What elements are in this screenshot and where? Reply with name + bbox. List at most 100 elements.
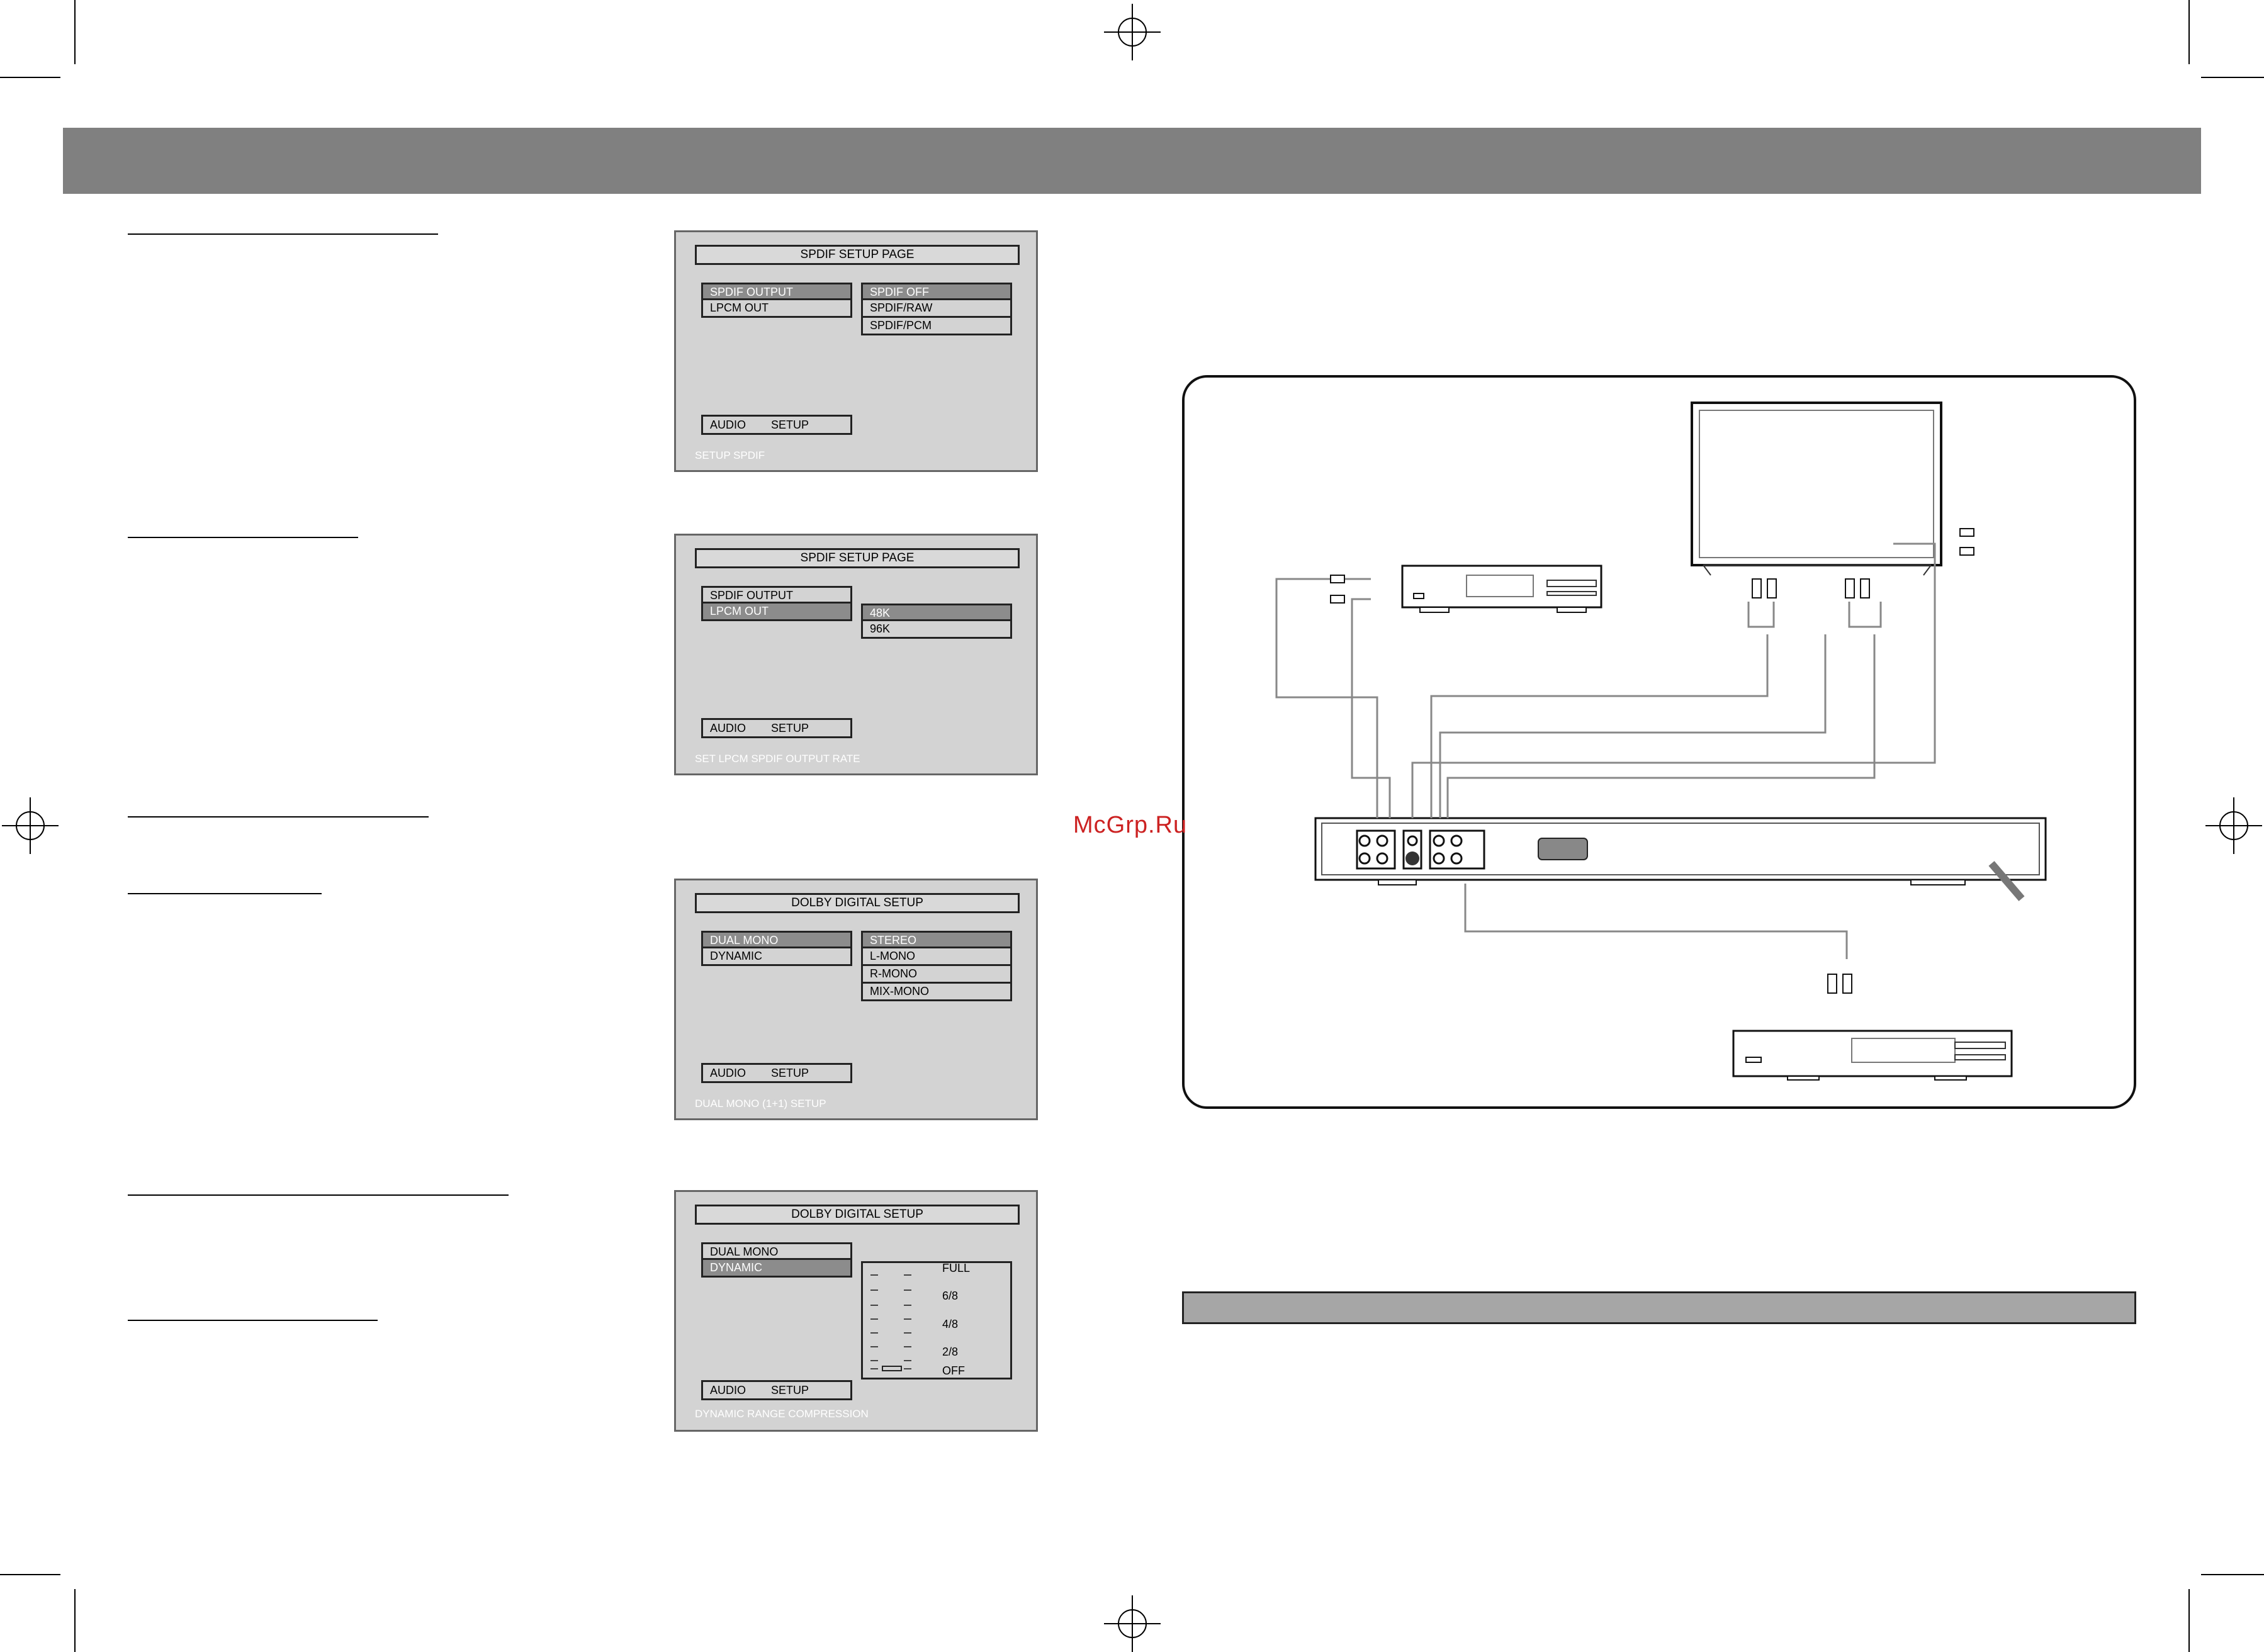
option-mix-mono[interactable]: MIX-MONO <box>861 984 1012 1001</box>
osd-menu: DUAL MONO DYNAMIC <box>701 931 852 966</box>
slider-tick <box>904 1368 911 1369</box>
footer-audio: AUDIO <box>710 419 746 431</box>
option-spdif-raw[interactable]: SPDIF/RAW <box>861 300 1012 318</box>
drc-level-6-8: 6/8 <box>942 1290 959 1302</box>
registration-mark-bottom <box>1104 1595 1161 1652</box>
watermark: McGrp.Ru <box>1073 812 1188 838</box>
option-l-mono[interactable]: L-MONO <box>861 948 1012 966</box>
footer-setup: SETUP <box>771 1384 809 1396</box>
option-stereo[interactable]: STEREO <box>861 931 1012 948</box>
section-rule <box>128 1320 378 1321</box>
connection-diagram <box>1275 402 2047 1081</box>
slider-tick <box>870 1318 878 1320</box>
osd-menu: DUAL MONO DYNAMIC <box>701 1242 852 1278</box>
option-96k[interactable]: 96K <box>861 621 1012 639</box>
osd-footer: AUDIO SETUP <box>701 415 852 435</box>
osd-options: STEREO L-MONO R-MONO MIX-MONO <box>861 931 1012 1001</box>
option-spdif-pcm[interactable]: SPDIF/PCM <box>861 318 1012 335</box>
crop-mark <box>0 77 60 78</box>
registration-mark-top <box>1104 4 1161 60</box>
television-icon <box>1691 402 1942 576</box>
registration-mark-right <box>2205 797 2262 854</box>
drc-level-off: OFF <box>942 1364 965 1377</box>
osd-footer: AUDIO SETUP <box>701 1063 852 1083</box>
osd-footer: AUDIO SETUP <box>701 1380 852 1400</box>
crop-mark <box>74 0 76 64</box>
slider-tick <box>870 1305 878 1306</box>
menu-item-dynamic[interactable]: DYNAMIC <box>701 1260 852 1278</box>
slider-tick <box>904 1274 911 1276</box>
osd-menu: SPDIF OUTPUT LPCM OUT <box>701 586 852 621</box>
crop-mark <box>2201 1574 2264 1575</box>
drc-level-4-8: 4/8 <box>942 1318 959 1330</box>
connection-cables <box>1275 542 1936 959</box>
section-rule <box>128 537 358 538</box>
crop-mark <box>2188 1589 2190 1652</box>
footer-setup: SETUP <box>771 1067 809 1079</box>
footer-setup: SETUP <box>771 419 809 431</box>
osd-title: DOLBY DIGITAL SETUP <box>695 1205 1020 1225</box>
drc-level-2-8: 2/8 <box>942 1346 959 1358</box>
option-spdif-off[interactable]: SPDIF OFF <box>861 283 1012 300</box>
registration-mark-left <box>2 797 59 854</box>
osd-footer: AUDIO SETUP <box>701 718 852 738</box>
slider-tick <box>904 1332 911 1334</box>
menu-item-lpcm-out[interactable]: LPCM OUT <box>701 300 852 318</box>
footer-audio: AUDIO <box>710 1067 746 1079</box>
osd-screen-dynamic: DOLBY DIGITAL SETUP DUAL MONO DYNAMIC FU… <box>674 1190 1038 1432</box>
osd-options: 48K 96K <box>861 604 1012 639</box>
osd-screen-lpcm-out: SPDIF SETUP PAGE SPDIF OUTPUT LPCM OUT 4… <box>674 534 1038 775</box>
crop-mark <box>2201 77 2264 78</box>
slider-tick <box>870 1290 878 1291</box>
bottom-band <box>1182 1291 2136 1324</box>
menu-item-lpcm-out[interactable]: LPCM OUT <box>701 604 852 621</box>
section-rule <box>128 816 429 818</box>
osd-menu: SPDIF OUTPUT LPCM OUT <box>701 283 852 318</box>
slider-tick <box>870 1360 878 1361</box>
crop-mark <box>74 1589 76 1652</box>
osd-hint: DYNAMIC RANGE COMPRESSION <box>695 1408 869 1420</box>
menu-item-dynamic[interactable]: DYNAMIC <box>701 948 852 966</box>
menu-item-spdif-output[interactable]: SPDIF OUTPUT <box>701 586 852 604</box>
slider-tick <box>870 1332 878 1334</box>
crop-mark <box>2188 0 2190 64</box>
osd-title: SPDIF SETUP PAGE <box>695 245 1020 265</box>
drc-level-full: FULL <box>942 1262 971 1274</box>
menu-item-dual-mono[interactable]: DUAL MONO <box>701 931 852 948</box>
section-rule <box>128 1194 509 1196</box>
slider-tick <box>904 1360 911 1361</box>
header-band <box>63 128 2201 194</box>
osd-hint: SETUP SPDIF <box>695 449 765 461</box>
dynamic-range-slider[interactable]: FULL 6/8 4/8 2/8 OFF <box>861 1261 1012 1379</box>
osd-options: SPDIF OFF SPDIF/RAW SPDIF/PCM <box>861 283 1012 335</box>
slider-tick <box>904 1290 911 1291</box>
footer-audio: AUDIO <box>710 1384 746 1396</box>
slider-knob[interactable] <box>882 1366 902 1371</box>
recorder-bottom-icon <box>1732 1030 2013 1081</box>
slider-tick <box>904 1346 911 1347</box>
slider-tick <box>870 1346 878 1347</box>
option-48k[interactable]: 48K <box>861 604 1012 621</box>
section-rule <box>128 233 438 235</box>
slider-tick <box>870 1368 878 1369</box>
footer-setup: SETUP <box>771 722 809 734</box>
crop-mark <box>0 1574 60 1575</box>
dvd-player-icon <box>1314 817 2047 901</box>
option-r-mono[interactable]: R-MONO <box>861 966 1012 984</box>
connection-diagram-frame <box>1182 375 2136 1109</box>
vcr-top-icon <box>1401 565 1602 613</box>
menu-item-dual-mono[interactable]: DUAL MONO <box>701 1242 852 1260</box>
section-rule <box>128 893 322 894</box>
osd-screen-dual-mono: DOLBY DIGITAL SETUP DUAL MONO DYNAMIC ST… <box>674 879 1038 1120</box>
osd-screen-spdif-output: SPDIF SETUP PAGE SPDIF OUTPUT LPCM OUT S… <box>674 230 1038 472</box>
menu-item-spdif-output[interactable]: SPDIF OUTPUT <box>701 283 852 300</box>
osd-title: SPDIF SETUP PAGE <box>695 548 1020 568</box>
footer-audio: AUDIO <box>710 722 746 734</box>
slider-tick <box>904 1318 911 1320</box>
slider-tick <box>904 1305 911 1306</box>
osd-hint: SET LPCM SPDIF OUTPUT RATE <box>695 753 860 765</box>
osd-title: DOLBY DIGITAL SETUP <box>695 893 1020 913</box>
rca-plugs <box>1330 528 1974 994</box>
osd-hint: DUAL MONO (1+1) SETUP <box>695 1098 826 1110</box>
slider-tick <box>870 1274 878 1276</box>
